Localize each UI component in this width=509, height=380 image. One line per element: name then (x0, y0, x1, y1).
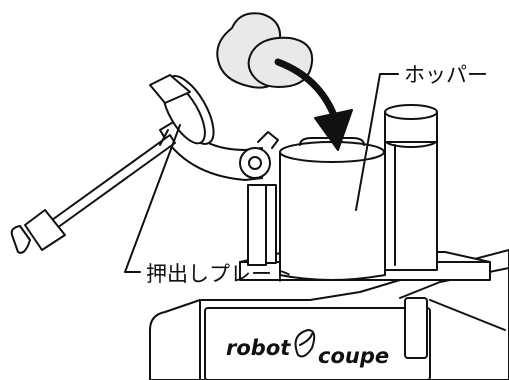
control-panel (204, 307, 431, 380)
feed-tube (384, 104, 438, 271)
brand-word-robot: robot (226, 336, 291, 360)
hopper-body (279, 137, 386, 281)
hopper-callout (355, 73, 399, 211)
hinge-column (247, 184, 277, 266)
machine-base (149, 249, 509, 380)
hopper-label: ホッパー (404, 63, 488, 87)
side-latch (404, 297, 428, 359)
pusher-handle (10, 129, 176, 254)
brand-logo-mark (294, 329, 316, 358)
pusher-callout (124, 124, 181, 273)
brand-word-coupe: coupe (318, 344, 389, 368)
pusher-plate (149, 74, 215, 145)
pusher-plate-label: 押出しプレート (146, 262, 293, 286)
curved-arrow-icon (274, 58, 353, 151)
food-items (216, 12, 314, 89)
